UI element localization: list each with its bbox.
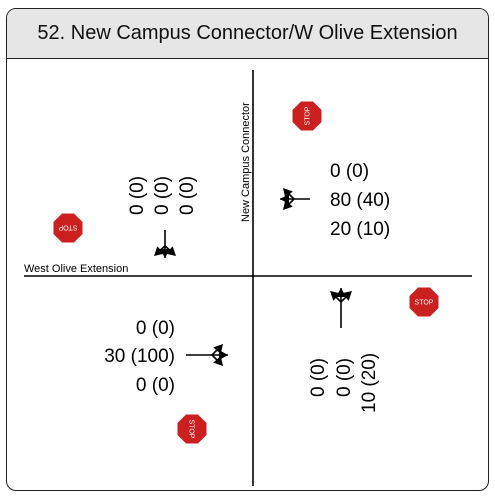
svg-text:STOP: STOP — [58, 224, 77, 231]
stop-sign-icon: STOP — [52, 212, 84, 244]
westbound-volume: 80 (40) — [330, 190, 390, 211]
westbound-volume: 20 (10) — [330, 219, 390, 240]
east-west-street-label: West Olive Extension — [24, 263, 128, 275]
intersection-card: 52. New Campus Connector/W Olive Extensi… — [6, 8, 489, 491]
southbound-volume: 0 (0) — [177, 176, 198, 215]
northbound-arrows-icon — [326, 287, 356, 328]
stop-sign-icon: STOP — [291, 100, 323, 132]
stop-sign-icon: STOP — [176, 413, 208, 445]
svg-text:STOP: STOP — [188, 420, 195, 439]
eastbound-volume: 30 (100) — [104, 346, 175, 367]
page-title: 52. New Campus Connector/W Olive Extensi… — [37, 22, 458, 44]
svg-text:STOP: STOP — [305, 106, 312, 125]
westbound-volume: 0 (0) — [330, 161, 369, 182]
eastbound-arrows-icon — [186, 340, 228, 370]
svg-text:STOP: STOP — [415, 300, 434, 307]
southbound-volume: 0 (0) — [152, 176, 173, 215]
southbound-volume: 0 (0) — [127, 176, 148, 215]
westbound-arrows-icon — [279, 184, 310, 214]
eastbound-volume: 0 (0) — [136, 318, 175, 339]
northbound-volume: 10 (20) — [359, 353, 380, 413]
southbound-arrows-icon — [150, 230, 180, 260]
stop-sign-icon: STOP — [408, 286, 440, 318]
northbound-volume: 0 (0) — [308, 358, 329, 397]
header: 52. New Campus Connector/W Olive Extensi… — [7, 9, 488, 59]
eastbound-volume: 0 (0) — [136, 375, 175, 396]
northbound-volume: 0 (0) — [334, 358, 355, 397]
north-south-street-label: New Campus Connector — [240, 102, 252, 222]
